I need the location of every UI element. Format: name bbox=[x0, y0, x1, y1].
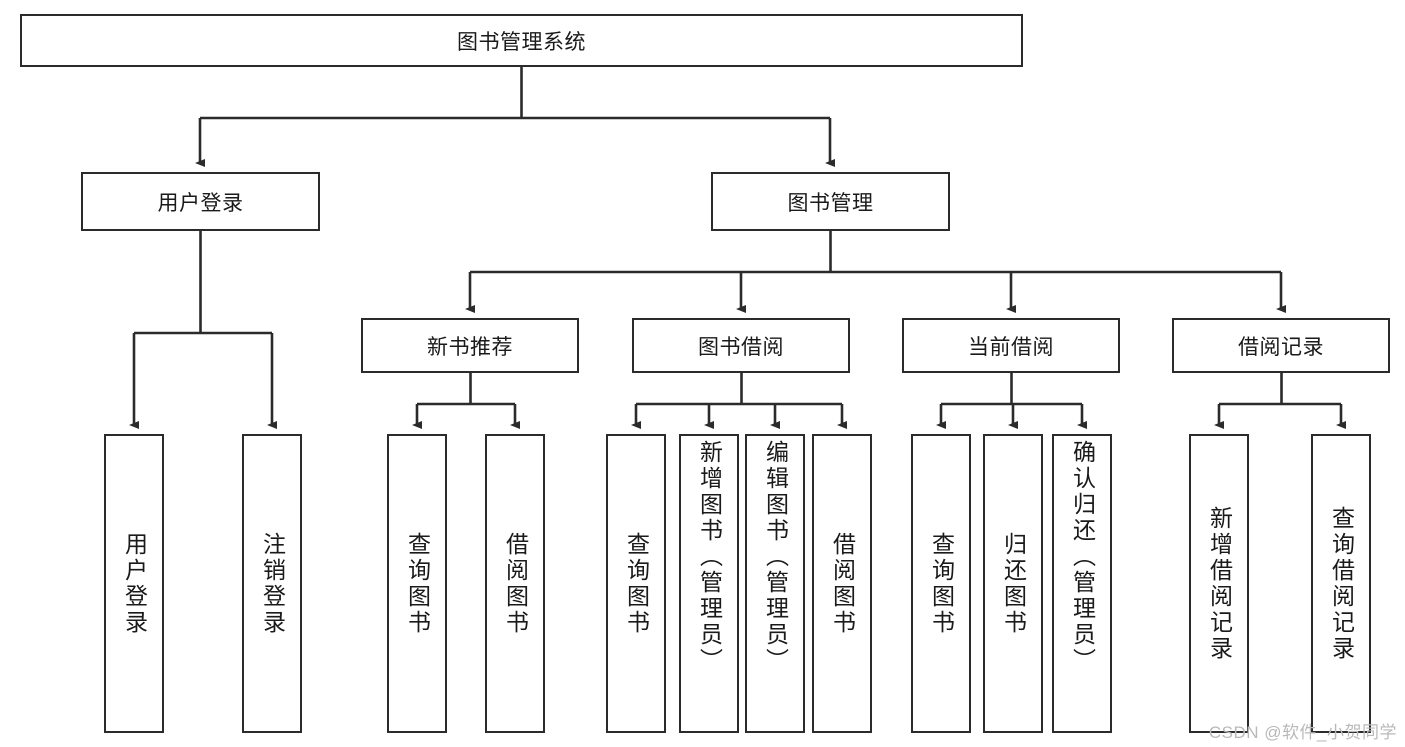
node-borrow-record[interactable]: 借阅记录 bbox=[1172, 318, 1390, 373]
csdn-watermark: CSDN @软件_小贺同学 bbox=[1208, 723, 1397, 742]
node-leaf-query-book-3-label: 查询图书 bbox=[928, 531, 955, 636]
node-leaf-add-borrow-record[interactable]: 新增借阅记录 bbox=[1189, 434, 1249, 733]
node-user-login[interactable]: 用户登录 bbox=[81, 172, 320, 231]
node-root-system[interactable]: 图书管理系统 bbox=[20, 14, 1023, 67]
node-leaf-query-book-2-label: 查询图书 bbox=[623, 531, 650, 636]
node-new-book-recommend[interactable]: 新书推荐 bbox=[361, 318, 579, 373]
node-book-borrow-label: 图书借阅 bbox=[698, 335, 784, 359]
node-root-label: 图书管理系统 bbox=[457, 30, 586, 54]
node-leaf-query-book-3[interactable]: 查询图书 bbox=[911, 434, 971, 733]
node-leaf-query-book-1-label: 查询图书 bbox=[404, 531, 431, 636]
node-book-manage[interactable]: 图书管理 bbox=[711, 172, 950, 231]
node-leaf-user-login[interactable]: 用户登录 bbox=[104, 434, 164, 733]
node-leaf-query-book-1[interactable]: 查询图书 bbox=[387, 434, 447, 733]
node-leaf-confirm-return-admin[interactable]: 确认归还（管理员） bbox=[1052, 434, 1112, 733]
node-leaf-borrow-book-1-label: 借阅图书 bbox=[502, 531, 529, 636]
node-leaf-query-borrow-record-label: 查询借阅记录 bbox=[1328, 505, 1355, 662]
node-leaf-borrow-book-2[interactable]: 借阅图书 bbox=[812, 434, 872, 733]
node-leaf-borrow-book-2-label: 借阅图书 bbox=[829, 531, 856, 636]
node-leaf-user-login-label: 用户登录 bbox=[121, 531, 148, 636]
node-leaf-query-borrow-record[interactable]: 查询借阅记录 bbox=[1311, 434, 1371, 733]
node-leaf-user-logout[interactable]: 注销登录 bbox=[242, 434, 302, 733]
node-current-borrow-label: 当前借阅 bbox=[968, 335, 1054, 359]
node-leaf-edit-book-admin-label: 编辑图书（管理员） bbox=[762, 440, 789, 674]
node-leaf-user-logout-label: 注销登录 bbox=[259, 531, 286, 636]
node-leaf-query-book-2[interactable]: 查询图书 bbox=[606, 434, 666, 733]
node-book-borrow[interactable]: 图书借阅 bbox=[632, 318, 850, 373]
node-user-login-label: 用户登录 bbox=[157, 191, 244, 215]
node-leaf-return-book-label: 归还图书 bbox=[1000, 531, 1027, 636]
node-leaf-add-book-admin-label: 新增图书（管理员） bbox=[696, 440, 723, 674]
node-book-manage-label: 图书管理 bbox=[787, 191, 874, 215]
node-leaf-borrow-book-1[interactable]: 借阅图书 bbox=[485, 434, 545, 733]
node-leaf-add-borrow-record-label: 新增借阅记录 bbox=[1206, 505, 1233, 662]
node-leaf-add-book-admin[interactable]: 新增图书（管理员） bbox=[679, 434, 739, 733]
node-leaf-edit-book-admin[interactable]: 编辑图书（管理员） bbox=[745, 434, 805, 733]
node-current-borrow[interactable]: 当前借阅 bbox=[902, 318, 1120, 373]
node-leaf-confirm-return-admin-label: 确认归还（管理员） bbox=[1069, 440, 1096, 674]
node-leaf-return-book[interactable]: 归还图书 bbox=[983, 434, 1043, 733]
node-borrow-record-label: 借阅记录 bbox=[1238, 335, 1324, 359]
node-new-book-recommend-label: 新书推荐 bbox=[427, 335, 513, 359]
